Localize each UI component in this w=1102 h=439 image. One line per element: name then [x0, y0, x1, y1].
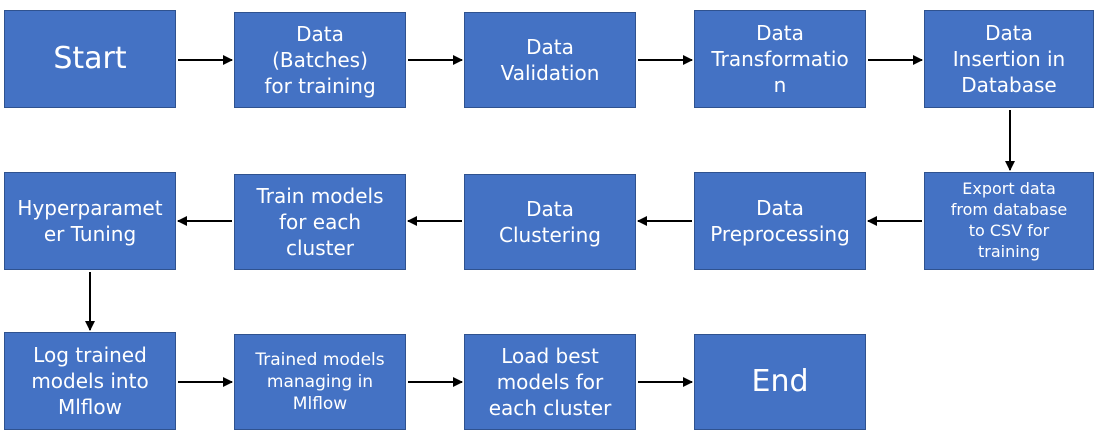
data-insertion-label: Data Insertion in Database	[952, 21, 1066, 97]
load-best-models-label: Load best models for each cluster	[488, 344, 612, 420]
hyperparameter-tuning-box: Hyperparameter Tuning	[4, 172, 176, 270]
hyperparameter-tuning-label: Hyperparameter Tuning	[17, 196, 163, 246]
data-preprocessing-label: Data Preprocessing	[710, 196, 850, 246]
end-label: End	[751, 364, 809, 399]
trained-models-managing-box: Trained models managing in Mlflow	[234, 334, 406, 430]
data-clustering-label: Data Clustering	[499, 197, 601, 247]
start-label: Start	[53, 41, 127, 76]
data-validation-box: Data Validation	[464, 12, 636, 108]
data-clustering-box: Data Clustering	[464, 174, 636, 270]
train-models-label: Train models for each cluster	[256, 184, 384, 260]
data-batches-label: Data (Batches) for training	[264, 22, 376, 98]
end-box: End	[694, 334, 866, 430]
data-batches-box: Data (Batches) for training	[234, 12, 406, 108]
data-transformation-label: Data Transformation	[711, 21, 849, 97]
data-validation-label: Data Validation	[500, 35, 600, 85]
train-models-box: Train models for each cluster	[234, 174, 406, 270]
start-box: Start	[4, 10, 176, 108]
data-preprocessing-box: Data Preprocessing	[694, 172, 866, 270]
data-insertion-box: Data Insertion in Database	[924, 10, 1094, 108]
trained-models-managing-label: Trained models managing in Mlflow	[255, 349, 385, 415]
export-data-label: Export data from database to CSV for tra…	[950, 179, 1068, 261]
export-data-box: Export data from database to CSV for tra…	[924, 172, 1094, 270]
load-best-models-box: Load best models for each cluster	[464, 334, 636, 430]
data-transformation-box: Data Transformation	[694, 10, 866, 108]
log-trained-models-box: Log trained models into Mlflow	[4, 332, 176, 430]
log-trained-models-label: Log trained models into Mlflow	[31, 343, 149, 419]
